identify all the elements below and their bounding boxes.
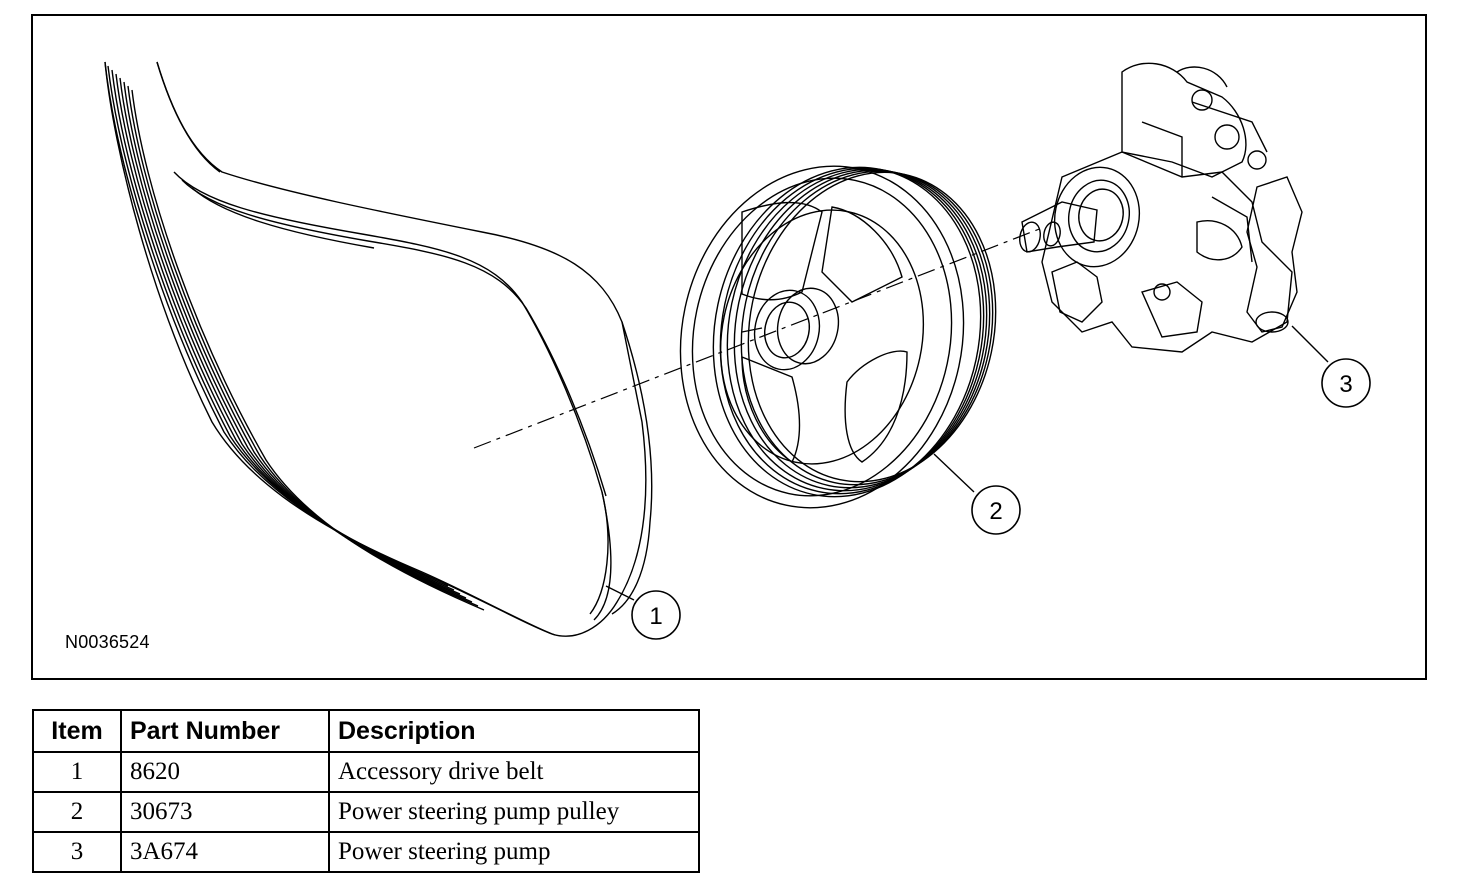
cell-item: 1	[32, 751, 122, 793]
header-item: Item	[32, 709, 122, 753]
callout-3-label: 3	[1339, 371, 1352, 398]
callout-1: 1	[631, 590, 681, 640]
cell-part-number: 8620	[120, 751, 330, 793]
callout-1-label: 1	[649, 603, 662, 630]
callout-2-label: 2	[989, 498, 1002, 525]
figure-id: N0036524	[65, 632, 150, 652]
exploded-view-drawing: 1 2 3	[104, 61, 1371, 640]
shaft-centerline	[473, 227, 1043, 449]
callout-leaders	[605, 325, 1329, 601]
table-row: 3 3A674 Power steering pump	[32, 831, 700, 873]
accessory-drive-belt	[104, 61, 653, 637]
header-description: Description	[328, 709, 700, 753]
power-steering-pump-pulley	[679, 165, 997, 509]
cell-description: Power steering pump	[328, 831, 700, 873]
header-part-number: Part Number	[120, 709, 330, 753]
callout-3: 3	[1321, 358, 1371, 408]
cell-part-number: 3A674	[120, 831, 330, 873]
cell-part-number: 30673	[120, 791, 330, 833]
cell-item: 2	[32, 791, 122, 833]
cell-description: Power steering pump pulley	[328, 791, 700, 833]
power-steering-pump	[1019, 62, 1303, 353]
table-row: 2 30673 Power steering pump pulley	[32, 791, 700, 833]
cell-description: Accessory drive belt	[328, 751, 700, 793]
table-header-row: Item Part Number Description	[32, 709, 700, 753]
callout-2: 2	[971, 485, 1021, 535]
illustration-frame: 1 2 3 N0036524	[31, 14, 1427, 680]
parts-table: Item Part Number Description 1 8620 Acce…	[32, 709, 700, 873]
table-row: 1 8620 Accessory drive belt	[32, 751, 700, 793]
cell-item: 3	[32, 831, 122, 873]
